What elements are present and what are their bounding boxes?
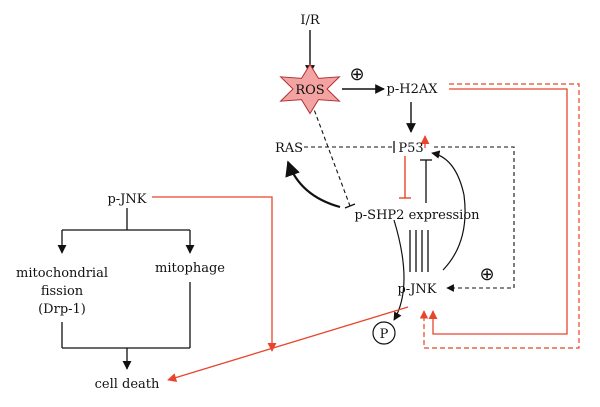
phospho-circle [372,321,396,345]
label-cell-death: cell death [95,377,160,392]
label-phospho: P [380,327,389,342]
ros-star-shape [279,63,341,115]
inhibit-ros-pshp2-dashed [311,103,351,207]
label-mitophage: mitophage [155,261,225,276]
arrow-pjnk-right-to-celldeath-red [167,306,409,382]
label-mito-fission-3: (Drp-1) [38,302,86,317]
label-ros: ROS [295,83,324,98]
label-pshp2: p-SHP2 expression [354,208,480,223]
arrow-pshp2-to-phospho [393,219,405,321]
arrow-pjnk-to-p53 [431,150,466,271]
label-pjnk-right: p-JNK [397,282,436,297]
label-mito-fission-1: mitochondrial [16,266,108,281]
label-pjnk-left: p-JNK [107,192,146,207]
arrow-ph2ax-to-pjnk-red [428,88,568,335]
triple-link [409,230,429,272]
label-mito-fission-2: fission [41,284,84,299]
dashed-p53-to-pjnk [434,146,515,292]
arrow-pshp2-to-ras [285,160,341,209]
label-ph2ax: p-H2AX [387,82,439,97]
left-tree [57,208,195,370]
arrow-pjnk-left-to-celldeath-red [152,196,277,352]
label-p53: P53 [398,141,423,156]
label-ir: I/R [300,13,321,28]
label-ras: RAS [275,141,303,156]
arrow-ph2ax-to-pjnk-red-dashed [419,83,580,349]
plus-top-icon: ⊕ [349,64,364,85]
plus-right-icon: ⊕ [479,264,494,285]
